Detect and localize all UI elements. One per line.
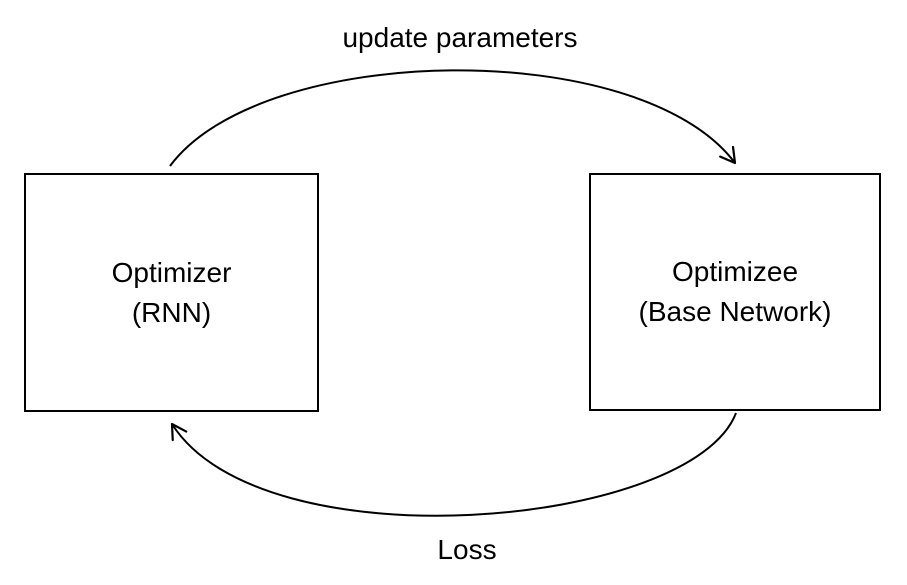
optimizer-box: Optimizer (RNN) xyxy=(24,173,319,412)
update-parameters-label: update parameters xyxy=(342,22,578,53)
optimizee-box: Optimizee (Base Network) xyxy=(589,173,881,411)
optimizee-box-title: Optimizee xyxy=(671,256,799,287)
optimizer-box-title: Optimizer xyxy=(111,256,232,288)
update-parameters-arrow xyxy=(169,69,737,167)
loss-label: Loss xyxy=(437,534,497,565)
optimizee-box-subtitle: (Base Network) xyxy=(638,296,832,327)
loss-arrow xyxy=(170,412,737,517)
optimizer-box-subtitle: (RNN) xyxy=(131,296,212,328)
